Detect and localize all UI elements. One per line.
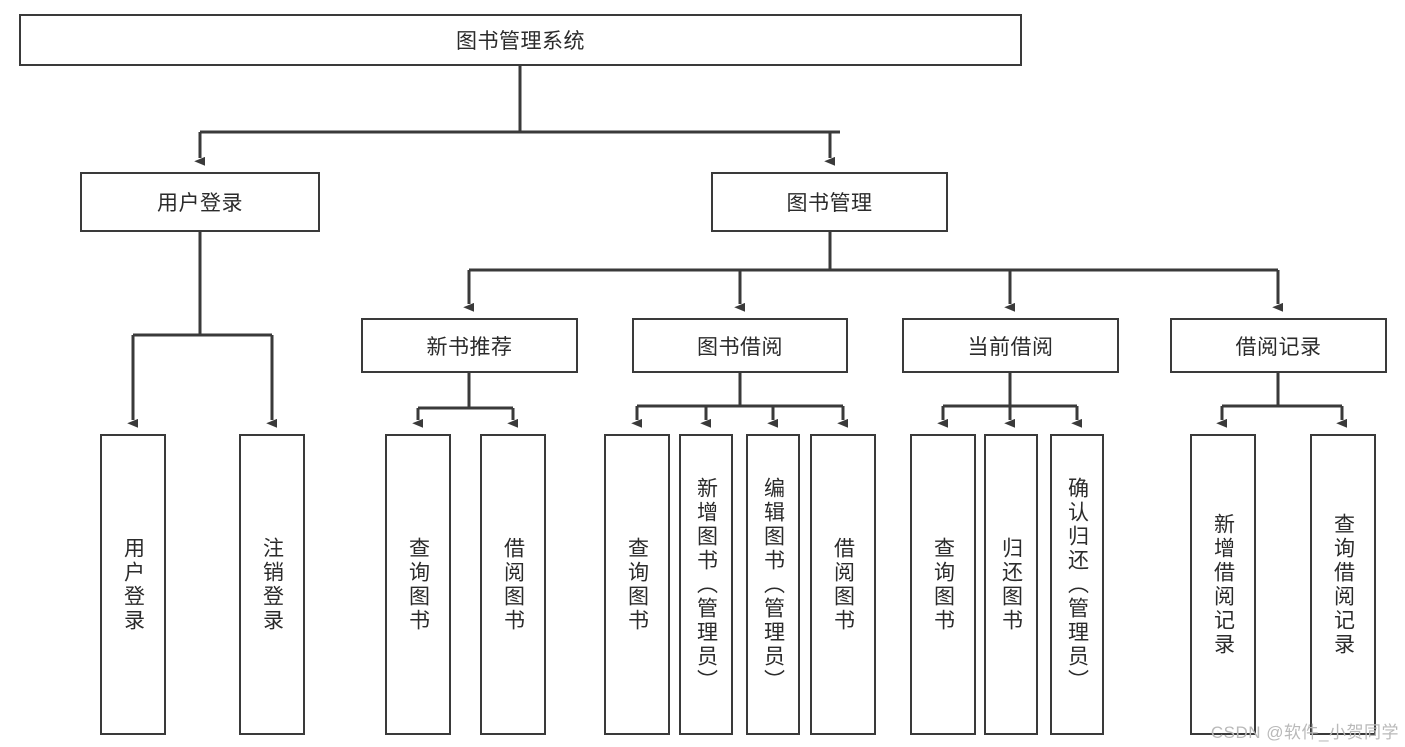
node-leaf-query-book-1-label: 查询图书 [406, 536, 430, 633]
node-new-book-recommend-label: 新书推荐 [426, 335, 513, 359]
node-root-label: 图书管理系统 [456, 30, 585, 53]
node-borrow-record-label: 借阅记录 [1235, 335, 1322, 359]
node-leaf-user-login-label: 用户登录 [121, 536, 145, 633]
node-leaf-query-borrow-rec-label: 查询借阅记录 [1331, 512, 1355, 657]
node-leaf-edit-book[interactable]: 编辑图书（管理员） [746, 434, 800, 735]
node-book-management[interactable]: 图书管理 [711, 172, 948, 232]
node-leaf-query-book-2[interactable]: 查询图书 [604, 434, 670, 735]
node-root[interactable]: 图书管理系统 [19, 14, 1022, 66]
node-new-book-recommend[interactable]: 新书推荐 [361, 318, 578, 373]
node-leaf-add-borrow-rec[interactable]: 新增借阅记录 [1190, 434, 1256, 735]
node-leaf-query-book-3-label: 查询图书 [931, 536, 955, 633]
node-current-borrow-label: 当前借阅 [967, 335, 1054, 359]
node-leaf-logout-login-label: 注销登录 [260, 536, 284, 633]
node-leaf-confirm-return-label: 确认归还（管理员） [1065, 476, 1089, 693]
node-leaf-borrow-book-2[interactable]: 借阅图书 [810, 434, 876, 735]
node-leaf-query-book-3[interactable]: 查询图书 [910, 434, 976, 735]
node-leaf-borrow-book-1-label: 借阅图书 [501, 536, 525, 633]
node-borrow-record[interactable]: 借阅记录 [1170, 318, 1387, 373]
node-current-borrow[interactable]: 当前借阅 [902, 318, 1119, 373]
node-leaf-query-book-1[interactable]: 查询图书 [385, 434, 451, 735]
node-leaf-user-login[interactable]: 用户登录 [100, 434, 166, 735]
node-leaf-return-book[interactable]: 归还图书 [984, 434, 1038, 735]
node-user-login-label: 用户登录 [157, 192, 243, 215]
node-leaf-borrow-book-1[interactable]: 借阅图书 [480, 434, 546, 735]
node-leaf-add-borrow-rec-label: 新增借阅记录 [1211, 512, 1235, 657]
node-leaf-add-book[interactable]: 新增图书（管理员） [679, 434, 733, 735]
node-leaf-return-book-label: 归还图书 [999, 536, 1023, 633]
node-leaf-add-book-label: 新增图书（管理员） [694, 476, 718, 693]
node-book-management-label: 图书管理 [786, 192, 873, 215]
node-leaf-query-book-2-label: 查询图书 [625, 536, 649, 633]
node-user-login[interactable]: 用户登录 [80, 172, 320, 232]
node-leaf-edit-book-label: 编辑图书（管理员） [761, 476, 785, 693]
node-book-borrow-label: 图书借阅 [697, 335, 783, 359]
node-leaf-confirm-return[interactable]: 确认归还（管理员） [1050, 434, 1104, 735]
node-book-borrow[interactable]: 图书借阅 [632, 318, 848, 373]
watermark-text: CSDN @软件_小贺同学 [1210, 723, 1399, 742]
node-leaf-logout-login[interactable]: 注销登录 [239, 434, 305, 735]
node-leaf-borrow-book-2-label: 借阅图书 [831, 536, 855, 633]
node-leaf-query-borrow-rec[interactable]: 查询借阅记录 [1310, 434, 1376, 735]
